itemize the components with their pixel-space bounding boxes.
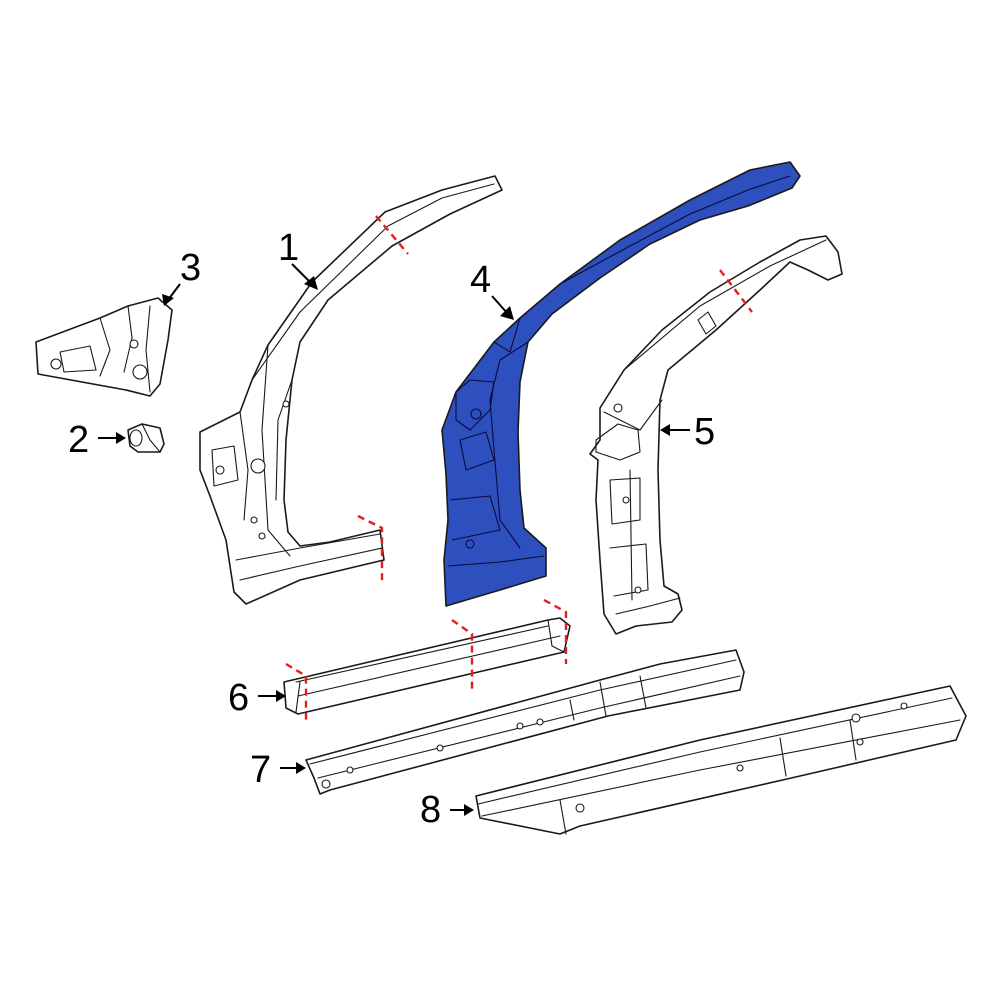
callout-leaders [98,263,690,816]
part-7-rocker-panel[interactable] [305,649,745,795]
cut-line [451,619,474,690]
cut-line [375,215,409,255]
cut-lines [285,215,753,724]
callout-5[interactable]: 5 [694,411,715,453]
callout-4[interactable]: 4 [470,259,491,301]
callout-7[interactable]: 7 [250,749,271,791]
callout-2[interactable]: 2 [68,419,89,461]
part-5-inner-pillar[interactable] [589,235,843,635]
part-2-clip[interactable] [127,423,165,453]
part-8-side-rail[interactable] [475,685,967,835]
part-1-outer-pillar[interactable] [199,175,503,605]
callout-6[interactable]: 6 [228,677,249,719]
cut-line [719,269,753,313]
callout-3[interactable]: 3 [180,247,201,289]
callout-labels: 1 2 3 4 5 6 7 8 [68,227,715,831]
part-3-bracket[interactable] [35,297,173,397]
part-4-pillar-reinforcement[interactable] [441,161,801,607]
cut-line [543,598,568,664]
callout-8[interactable]: 8 [420,789,441,831]
cut-line [357,514,384,584]
callout-1[interactable]: 1 [278,227,299,269]
